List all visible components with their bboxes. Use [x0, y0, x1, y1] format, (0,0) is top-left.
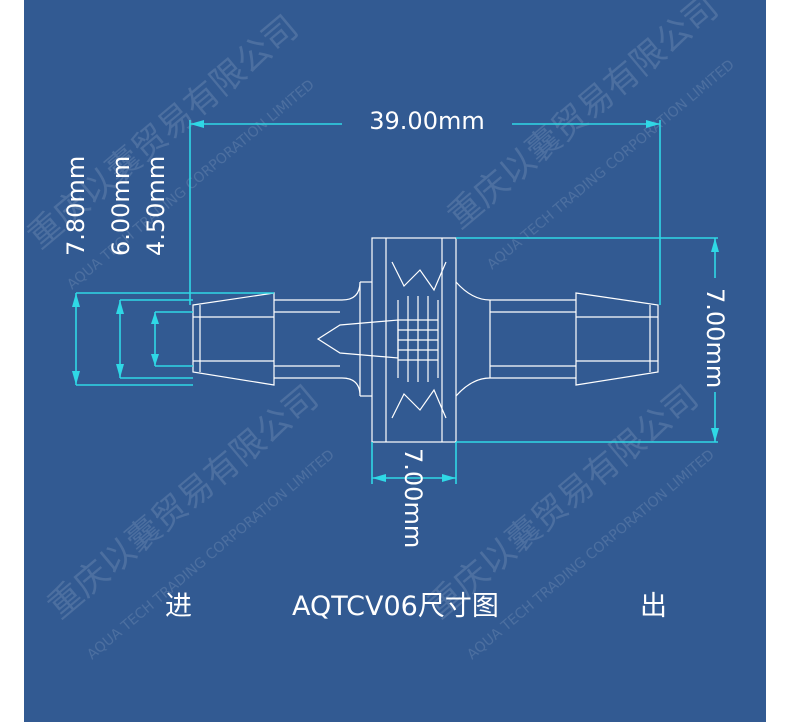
watermark: 重庆以囊贸易有限公司 AQUA TECH TRADING CORPORATION… — [20, 0, 738, 663]
right-tube — [455, 281, 576, 397]
valve-body — [371, 237, 457, 443]
left-tube — [274, 281, 361, 397]
caption-title: AQTCV06尺寸图 — [292, 591, 499, 622]
dim-mid-diameter: 6.00mm — [107, 156, 135, 256]
dim-inner-diameter: 4.50mm — [142, 156, 170, 256]
left-barb — [192, 292, 275, 386]
dim-outer-diameter: 7.80mm — [62, 156, 90, 256]
dim-total-length: 39.00mm — [369, 107, 484, 135]
right-barb — [575, 292, 659, 386]
dim-body-diameter: 7.00mm — [701, 288, 729, 388]
dimension-arrows — [72, 120, 719, 482]
dimension-lines — [75, 120, 718, 484]
caption-inlet: 进 — [165, 591, 192, 622]
dim-body-width: 7.00mm — [399, 448, 427, 548]
check-valve-part — [192, 237, 659, 443]
caption-outlet: 出 — [640, 591, 667, 622]
